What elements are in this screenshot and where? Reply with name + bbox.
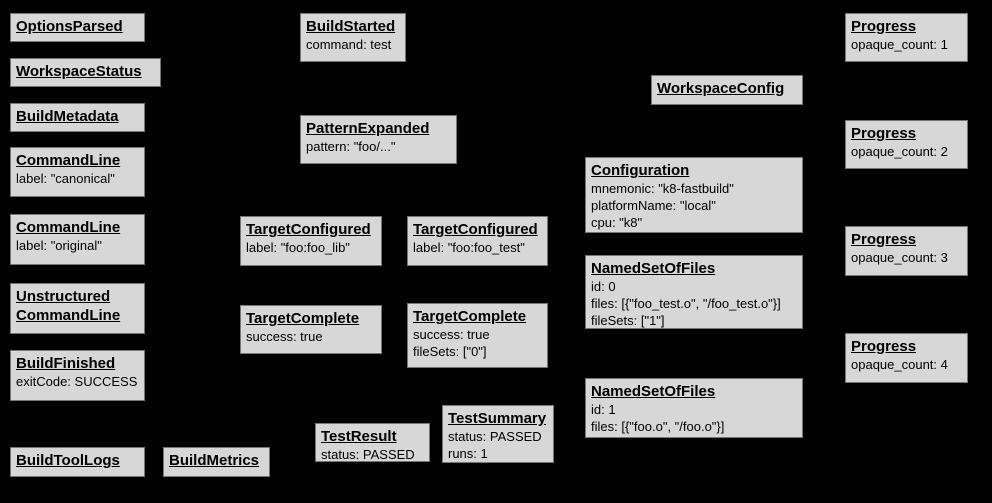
event-node-progress-3: Progress opaque_count: 3 bbox=[845, 226, 968, 276]
node-title: TargetComplete bbox=[413, 308, 527, 325]
node-field: status: PASSED bbox=[321, 447, 415, 462]
node-title: BuildStarted bbox=[306, 18, 396, 35]
event-node-pattern-expanded: PatternExpanded pattern: "foo/..." bbox=[300, 115, 457, 164]
node-title: Progress bbox=[851, 338, 917, 355]
node-field: opaque_count: 2 bbox=[851, 144, 948, 159]
event-node-target-complete-test: TargetComplete success: true fileSets: ["0… bbox=[407, 303, 548, 368]
event-node-workspace-status: WorkspaceStatus bbox=[10, 58, 161, 87]
node-field: opaque_count: 3 bbox=[851, 250, 948, 265]
node-title: Unstructured bbox=[16, 288, 111, 305]
node-title: BuildToolLogs bbox=[16, 452, 120, 469]
node-field: label: "foo:foo_lib" bbox=[246, 240, 350, 255]
node-title: CommandLine bbox=[16, 307, 121, 324]
node-title: TargetConfigured bbox=[246, 221, 371, 238]
node-title: BuildFinished bbox=[16, 355, 116, 372]
event-node-command-line-canonical: CommandLine label: "canonical" bbox=[10, 147, 145, 197]
node-title: BuildMetadata bbox=[16, 108, 119, 125]
event-node-named-set-of-files-1: NamedSetOfFiles id: 1 files: [{"foo.o", "/… bbox=[585, 378, 803, 438]
node-field: mnemonic: "k8-fastbuild" bbox=[591, 181, 734, 196]
node-field: id: 1 bbox=[591, 402, 616, 417]
node-title: NamedSetOfFiles bbox=[591, 260, 716, 277]
node-title: TargetComplete bbox=[246, 310, 360, 327]
node-title: CommandLine bbox=[16, 219, 121, 236]
event-node-test-summary: TestSummary status: PASSED runs: 1 bbox=[442, 405, 554, 463]
event-node-options-parsed: OptionsParsed bbox=[10, 13, 145, 42]
event-node-named-set-of-files-0: NamedSetOfFiles id: 0 files: [{"foo_test.o… bbox=[585, 255, 803, 329]
node-title: Progress bbox=[851, 125, 917, 142]
node-title: Progress bbox=[851, 231, 917, 248]
event-node-build-started: BuildStarted command: test bbox=[300, 13, 406, 62]
node-field: exitCode: SUCCESS bbox=[16, 374, 138, 389]
node-title: Progress bbox=[851, 18, 917, 35]
node-field: success: true bbox=[246, 329, 323, 344]
node-title: PatternExpanded bbox=[306, 120, 430, 137]
event-node-target-configured-foo-lib: TargetConfigured label: "foo:foo_lib" bbox=[240, 216, 382, 266]
node-field: command: test bbox=[306, 37, 392, 52]
node-title: TestResult bbox=[321, 428, 397, 445]
node-field: opaque_count: 1 bbox=[851, 37, 948, 52]
node-field: opaque_count: 4 bbox=[851, 357, 948, 372]
node-field: success: true bbox=[413, 327, 490, 342]
node-field: fileSets: ["1"] bbox=[591, 313, 665, 328]
node-field: fileSets: ["0"] bbox=[413, 344, 487, 359]
node-field: status: PASSED bbox=[448, 429, 542, 444]
event-node-build-finished: BuildFinished exitCode: SUCCESS bbox=[10, 350, 145, 401]
node-field: runs: 1 bbox=[448, 446, 488, 461]
node-title: BuildMetrics bbox=[169, 452, 260, 469]
node-field: label: "original" bbox=[16, 238, 102, 253]
node-title: NamedSetOfFiles bbox=[591, 383, 716, 400]
event-node-progress-2: Progress opaque_count: 2 bbox=[845, 120, 968, 169]
node-title: TestSummary bbox=[448, 410, 547, 427]
node-field: pattern: "foo/..." bbox=[306, 139, 396, 154]
node-title: OptionsParsed bbox=[16, 18, 123, 35]
node-field: files: [{"foo_test.o", "/foo_test.o"}] bbox=[591, 296, 781, 311]
event-node-workspace-config: WorkspaceConfig bbox=[651, 75, 803, 105]
event-node-target-configured-foo-test: TargetConfigured label: "foo:foo_test" bbox=[407, 216, 548, 266]
node-field: label: "canonical" bbox=[16, 171, 115, 186]
event-node-build-metadata: BuildMetadata bbox=[10, 103, 145, 132]
node-field: platformName: "local" bbox=[591, 198, 716, 213]
event-node-build-metrics: BuildMetrics bbox=[163, 447, 270, 477]
event-node-progress-1: Progress opaque_count: 1 bbox=[845, 13, 968, 62]
event-node-progress-4: Progress opaque_count: 4 bbox=[845, 333, 968, 383]
node-title: TargetConfigured bbox=[413, 221, 538, 238]
node-field: id: 0 bbox=[591, 279, 616, 294]
node-title: Configuration bbox=[591, 162, 690, 179]
node-field: label: "foo:foo_test" bbox=[413, 240, 525, 255]
node-title: CommandLine bbox=[16, 152, 121, 169]
node-title: WorkspaceStatus bbox=[16, 63, 142, 80]
event-node-test-result: TestResult status: PASSED bbox=[315, 423, 430, 462]
event-node-command-line-original: CommandLine label: "original" bbox=[10, 214, 145, 265]
node-title: WorkspaceConfig bbox=[657, 80, 785, 97]
event-node-build-tool-logs: BuildToolLogs bbox=[10, 447, 145, 477]
node-field: cpu: "k8" bbox=[591, 215, 643, 230]
node-field: files: [{"foo.o", "/foo.o"}] bbox=[591, 419, 725, 434]
event-node-configuration: Configuration mnemonic: "k8-fastbuild" pla… bbox=[585, 157, 803, 233]
event-node-target-complete-lib: TargetComplete success: true bbox=[240, 305, 382, 354]
